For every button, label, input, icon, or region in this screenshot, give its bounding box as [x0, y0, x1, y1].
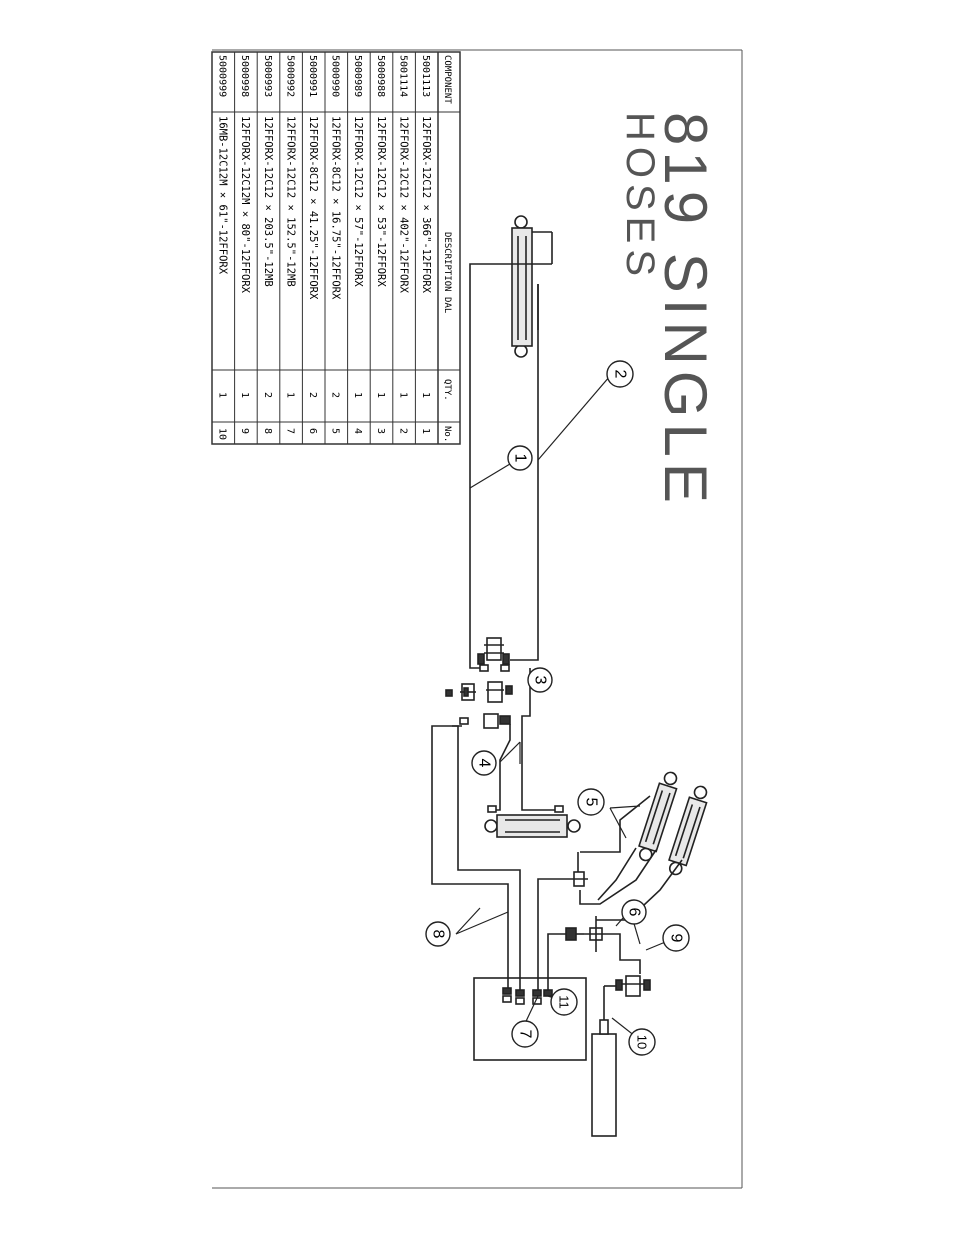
table-cell-component: 5000991 [307, 55, 318, 97]
callout-circle-5 [577, 788, 605, 816]
table-cell-no: 9 [239, 428, 250, 434]
lower-cylinder [484, 805, 581, 838]
page-subtitle: HOSES [618, 112, 662, 282]
table-cell-no: 10 [217, 428, 228, 440]
table-cell-description: 12FFORX-8C12 × 16.75"-12FFORX [330, 116, 342, 300]
table-cell-qty: 1 [284, 392, 295, 398]
table-cell-description: 12FFORX-8C12 × 41.25"-12FFORX [307, 116, 319, 300]
header-no: No. [442, 426, 452, 442]
callout-circle-10 [628, 1028, 656, 1056]
hose-line-5b [579, 849, 657, 905]
table-cell-component: 5000990 [330, 55, 341, 97]
hose-line-8b [452, 725, 521, 990]
callout-circle-6 [621, 899, 647, 925]
table-cell-description: 16MB-12C12M × 61"-12FFORX [217, 116, 229, 275]
table-cell-component: 5000989 [352, 55, 363, 97]
table-cell-no: 2 [397, 428, 408, 434]
table-cell-qty: 1 [239, 392, 250, 398]
table-cell-description: 12FFORX-12C12 × 53"-12FFORX [375, 116, 387, 287]
table-cell-component: 5001114 [397, 55, 408, 97]
callout-circle-11 [550, 988, 578, 1016]
table-cell-no: 4 [352, 428, 363, 434]
table-cell-description: 12FFORX-12C12 × 203.5"-12MB [262, 116, 274, 287]
middle-valve-stack [445, 681, 513, 729]
callout-circle-8 [425, 921, 451, 947]
hose-line-2 [469, 263, 552, 669]
callout-number-6: 6 [626, 908, 643, 917]
table-cell-description: 12FFORX-12C12 × 366"-12FFORX [420, 116, 432, 294]
callout-circle-7 [511, 1020, 539, 1048]
callout-number-4: 4 [476, 759, 493, 768]
callout-number-5: 5 [583, 798, 600, 807]
valve-box-ports [502, 987, 553, 1005]
hose-line-8a [431, 725, 509, 990]
dual-cylinders [638, 771, 708, 876]
hose-line-9 [610, 933, 641, 974]
table-cell-qty: 2 [262, 392, 273, 398]
callout-circle-3 [527, 667, 553, 693]
callout-number-9: 9 [668, 934, 685, 943]
filter-fitting [599, 1019, 609, 1035]
table-cell-description: 12FFORX-12C12 × 152.5"-12MB [284, 116, 296, 287]
small-valve [603, 975, 651, 1034]
callout-leaders [455, 375, 676, 1041]
upper-valve-block [477, 637, 510, 672]
table-cell-no: 3 [375, 428, 386, 434]
table-cell-qty: 1 [375, 392, 386, 398]
table-cell-qty: 1 [217, 392, 228, 398]
table-cell-component: 5000992 [284, 55, 295, 97]
table-cell-no: 6 [307, 428, 318, 434]
filter-canister [591, 1033, 617, 1137]
hose-line-5a [580, 795, 651, 853]
table-cell-description: 12FFORX-12C12M × 80"-12FFORX [239, 116, 251, 294]
table-cell-no: 1 [420, 428, 431, 434]
callout-circle-1 [507, 445, 533, 471]
callout-number-10: 10 [635, 1035, 650, 1049]
valve-box [473, 977, 587, 1061]
hose-line-11 [547, 933, 566, 994]
table-cell-no: 5 [330, 428, 341, 434]
table-cell-component: 5000988 [375, 55, 386, 97]
hose-line-1 [510, 284, 539, 661]
header-component: COMPONENT [442, 55, 452, 104]
hydraulic-schematic [431, 215, 708, 1137]
table-cell-component: 5000999 [217, 55, 228, 97]
table-cell-component: 5000998 [239, 55, 250, 97]
top-cylinder [511, 215, 553, 358]
callout-number-8: 8 [430, 930, 447, 939]
tee-fitting-upper [570, 852, 588, 887]
table-cell-qty: 1 [420, 392, 431, 398]
hose-line-7 [537, 878, 570, 994]
callout-number-3: 3 [532, 676, 549, 685]
callout-number-1: 1 [512, 454, 529, 463]
page-title: 819 SINGLE [652, 112, 719, 509]
callout-number-2: 2 [612, 370, 629, 379]
table-cell-description: 12FFORX-12C12 × 57"-12FFORX [352, 116, 364, 287]
table-cell-qty: 1 [352, 392, 363, 398]
table-cell-qty: 1 [397, 392, 408, 398]
table-cell-no: 8 [262, 428, 273, 434]
header-description: DESCRIPTION DAL [442, 232, 452, 313]
callout-group: 1 2 3 4 5 6 7 8 9 10 11 [425, 360, 690, 1056]
title-block: 819 SINGLE HOSES [618, 112, 719, 509]
callout-circle-4 [471, 750, 497, 776]
callout-number-7: 7 [517, 1030, 534, 1039]
callout-circle-2 [606, 360, 634, 388]
hose-line-6b [597, 847, 637, 901]
table-cell-description: 12FFORX-12C12 × 402"-12FFORX [397, 116, 409, 294]
table-cell-component: 5000993 [262, 55, 273, 97]
hose-line-3 [521, 668, 555, 811]
callout-number-11: 11 [557, 995, 572, 1009]
table-cell-component: 5001113 [420, 55, 431, 97]
header-qty: QTY. [442, 379, 452, 401]
table-cell-qty: 2 [330, 392, 341, 398]
table-cell-qty: 2 [307, 392, 318, 398]
cross-fitting-lower [565, 916, 610, 952]
table-cell-no: 7 [284, 428, 295, 434]
callout-circle-9 [662, 924, 690, 952]
parts-table: COMPONENT DESCRIPTION DAL QTY. No. 50011… [211, 51, 461, 445]
